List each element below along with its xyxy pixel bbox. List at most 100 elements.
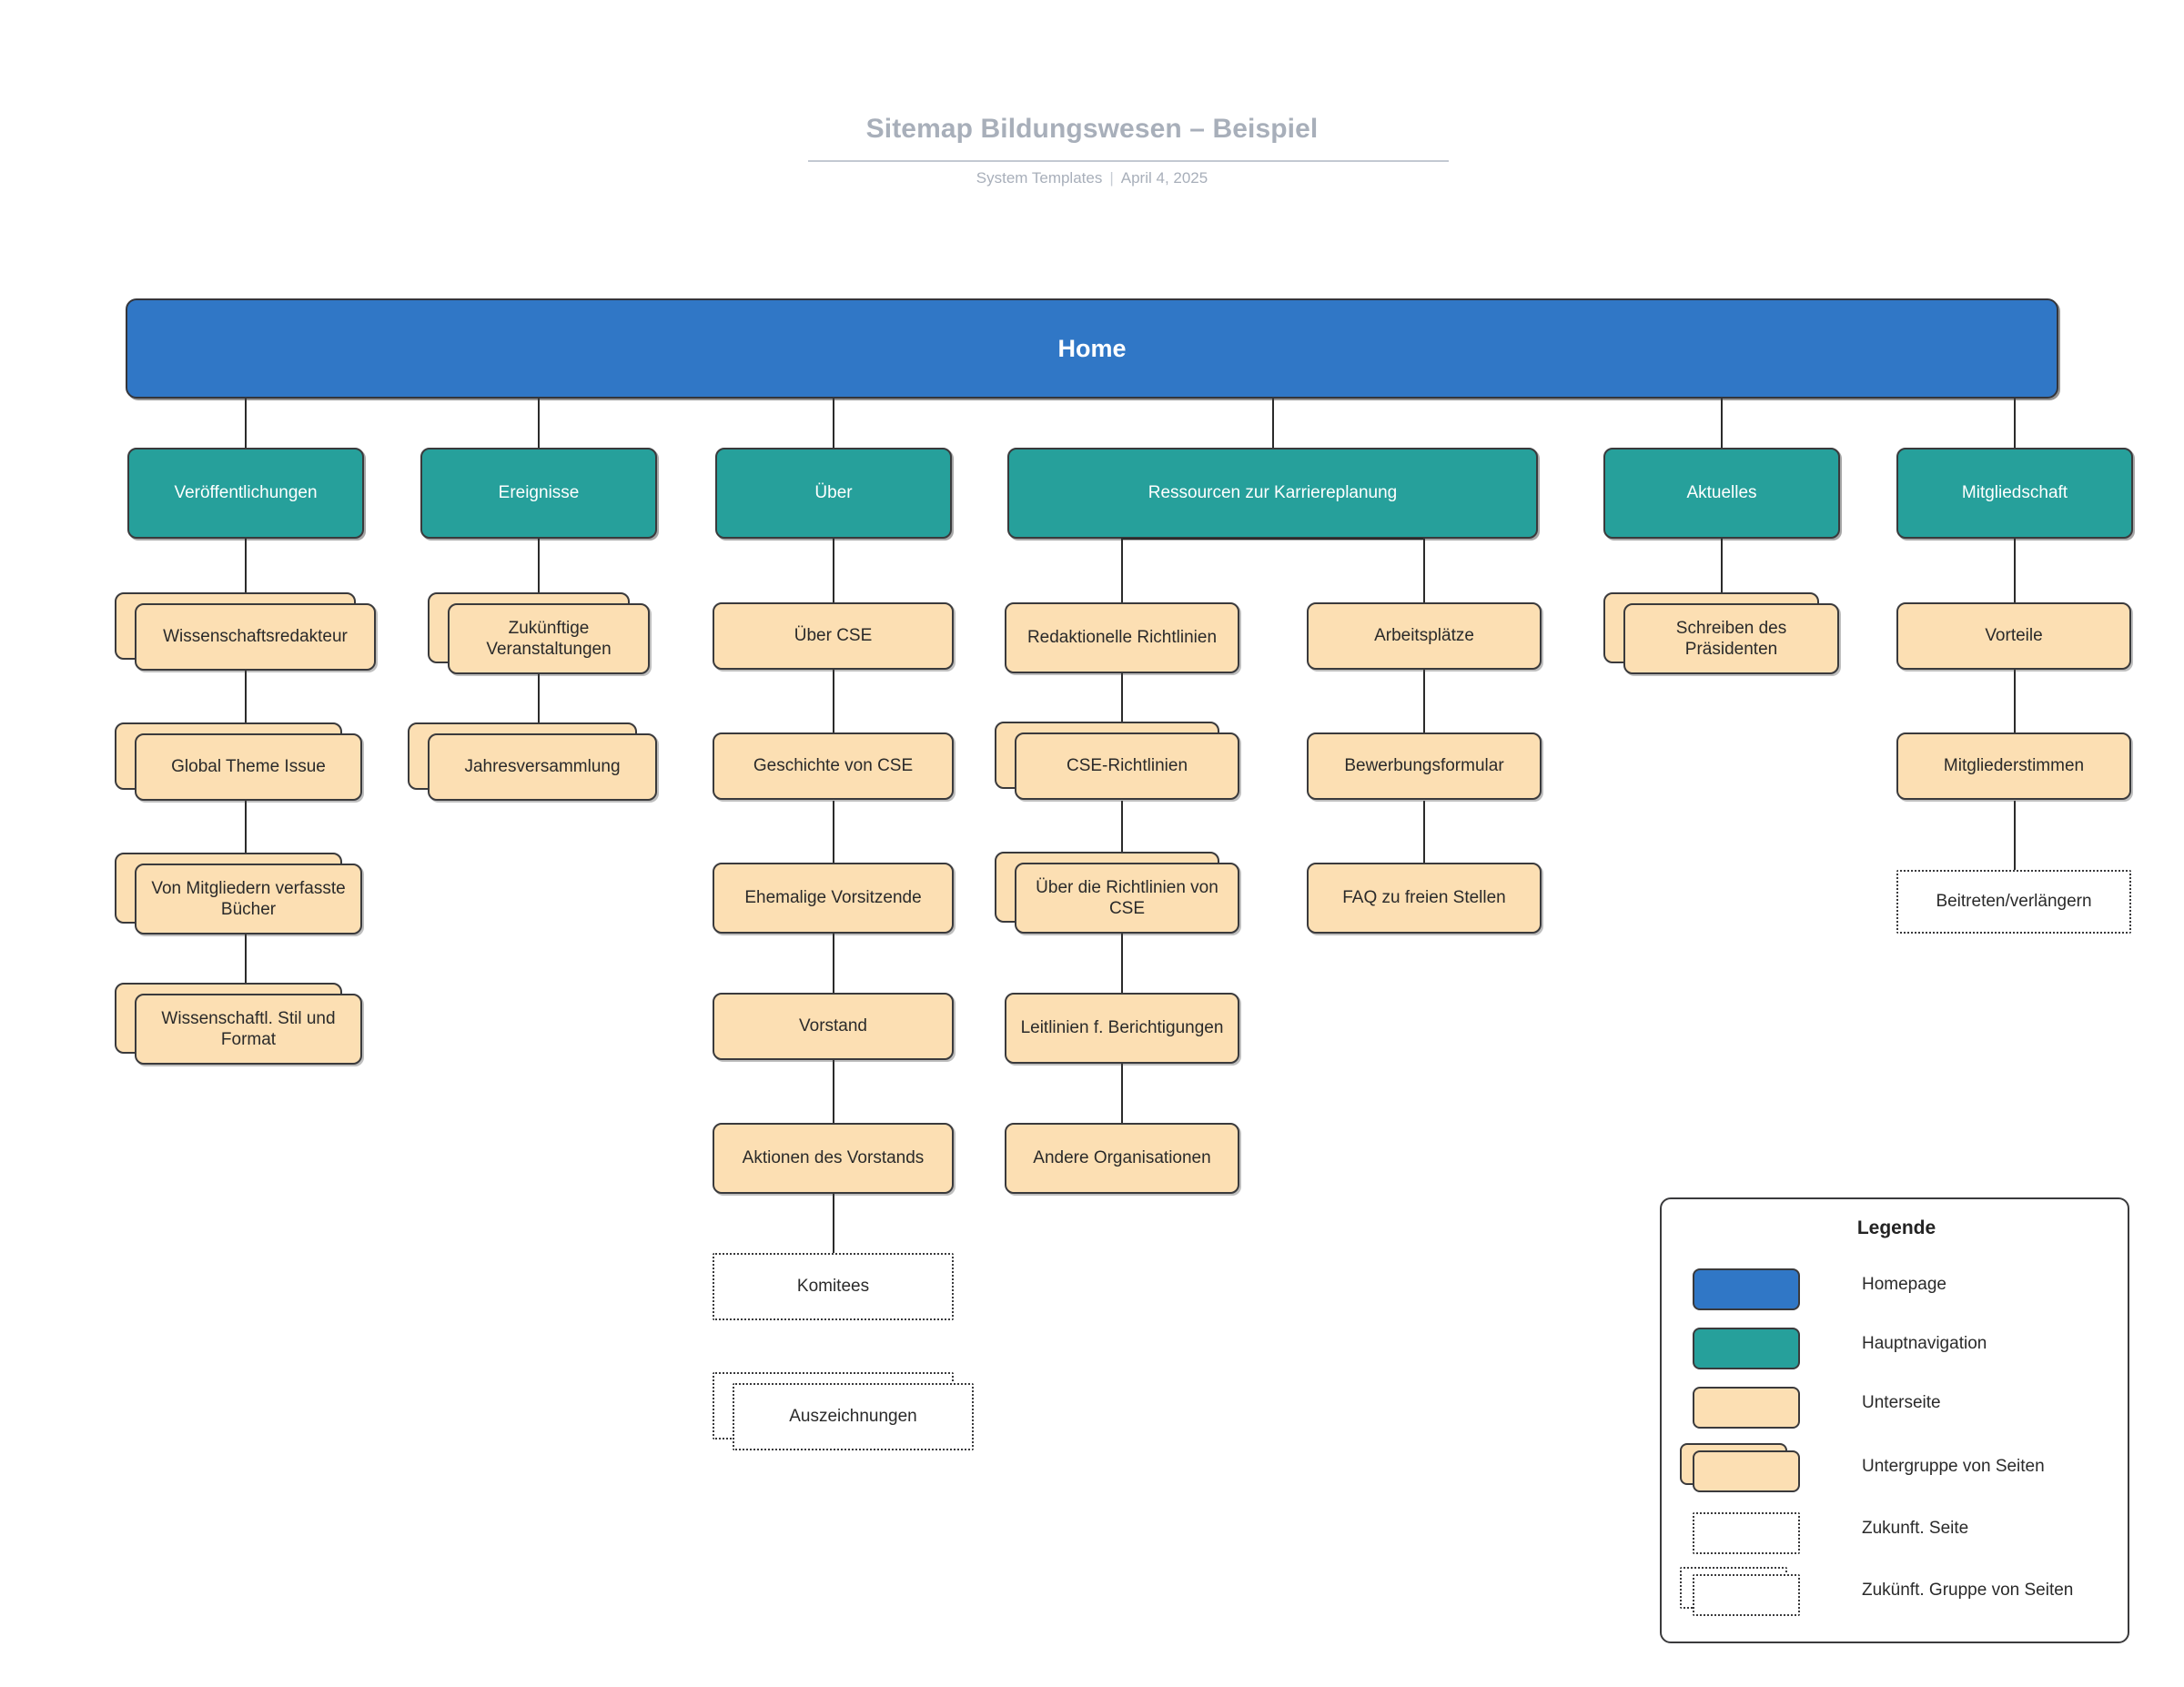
node-wissenschaftsredakteur-card[interactable]: Wissenschaftsredakteur xyxy=(135,603,376,671)
connector-ressourcen-left-4 xyxy=(1121,930,1123,1000)
node-bewerbungsformular-label: Bewerbungsformular xyxy=(1344,756,1504,776)
connector-ressourcen-right-1 xyxy=(1423,539,1425,602)
legend-item-zukunft-gruppe: Zukünft. Gruppe von Seiten xyxy=(1680,1567,2111,1623)
legend-label-unterseite: Unterseite xyxy=(1862,1393,1941,1412)
node-vorteile[interactable]: Vorteile xyxy=(1896,602,2131,670)
connector-ueber-5 xyxy=(833,1060,834,1131)
node-auszeichnungen[interactable]: Auszeichnungen xyxy=(713,1372,974,1450)
connector-veroeffentlichungen-1 xyxy=(245,539,247,605)
connector-ereignisse-1 xyxy=(538,539,540,605)
node-vorstand-label: Vorstand xyxy=(799,1016,867,1036)
node-mitgliederstimmen-label: Mitgliederstimmen xyxy=(1943,756,2085,776)
legend-swatch-untergruppe xyxy=(1680,1443,1800,1492)
node-home[interactable]: Home xyxy=(126,298,2058,399)
node-wissenschaftl-stil-und-format-card[interactable]: Wissenschaftl. Stil und Format xyxy=(135,994,362,1065)
legend-swatch-zukunft-seite xyxy=(1693,1512,1800,1554)
legend-title: Legende xyxy=(1856,1217,1936,1238)
legend-swatch-zukunft-gruppe-front xyxy=(1693,1574,1800,1616)
node-nav-mitgliedschaft[interactable]: Mitgliedschaft xyxy=(1896,448,2133,539)
node-schreiben-des-praesidenten[interactable]: Schreiben des Präsidenten xyxy=(1603,592,1839,674)
node-faq-zu-freien-stellen-label: FAQ zu freien Stellen xyxy=(1342,888,1506,908)
node-home-label: Home xyxy=(1057,334,1127,362)
legend-label-homepage: Homepage xyxy=(1862,1275,1946,1294)
connector-ressourcen-split-right xyxy=(1272,538,1423,540)
node-wissenschaftl-stil-und-format[interactable]: Wissenschaftl. Stil und Format xyxy=(115,983,362,1065)
node-cse-richtlinien-label: CSE-Richtlinien xyxy=(1066,756,1188,776)
node-nav-ereignisse-label: Ereignisse xyxy=(498,483,580,503)
node-komitees[interactable]: Komitees xyxy=(713,1253,954,1320)
node-nav-veroeffentlichungen[interactable]: Veröffentlichungen xyxy=(127,448,364,539)
node-cse-richtlinien-card[interactable]: CSE-Richtlinien xyxy=(1015,732,1239,800)
legend-item-unterseite: Unterseite xyxy=(1693,1387,2111,1436)
node-vorstand[interactable]: Vorstand xyxy=(713,993,954,1060)
connector-mitgliedschaft-3 xyxy=(2014,801,2016,870)
legend-swatch-homepage xyxy=(1693,1268,1800,1310)
connector-ueber-1 xyxy=(833,539,834,602)
connector-home-to-mitgliedschaft xyxy=(2014,398,2016,452)
node-wissenschaftsredakteur[interactable]: Wissenschaftsredakteur xyxy=(115,592,376,671)
node-arbeitsplaetze[interactable]: Arbeitsplätze xyxy=(1307,602,1542,670)
connector-ueber-3 xyxy=(833,801,834,869)
node-andere-organisationen[interactable]: Andere Organisationen xyxy=(1005,1123,1239,1194)
node-beitreten-verlaengern-label: Beitreten/verlängern xyxy=(1936,892,2092,912)
node-ueber-cse-label: Über CSE xyxy=(794,626,873,646)
node-jahresversammlung[interactable]: Jahresversammlung xyxy=(408,722,657,801)
node-beitreten-verlaengern[interactable]: Beitreten/verlängern xyxy=(1896,870,2131,934)
node-global-theme-issue-card[interactable]: Global Theme Issue xyxy=(135,733,362,801)
connector-ueber-6 xyxy=(833,1190,834,1261)
legend-panel: Legende Homepage Hauptnavigation Unterse… xyxy=(1660,1197,2129,1643)
node-nav-ueber[interactable]: Über xyxy=(715,448,952,539)
node-nav-ereignisse[interactable]: Ereignisse xyxy=(420,448,657,539)
node-zukuenftige-veranstaltungen-label: Zukünftige Veranstaltungen xyxy=(486,618,612,659)
connector-ressourcen-left-3 xyxy=(1121,801,1123,869)
connector-ereignisse-2 xyxy=(538,671,540,737)
node-wissenschaftl-stil-und-format-label: Wissenschaftl. Stil und Format xyxy=(161,1008,336,1049)
node-zukuenftige-veranstaltungen-card[interactable]: Zukünftige Veranstaltungen xyxy=(448,603,650,674)
legend-swatch-unterseite xyxy=(1693,1387,1800,1429)
connector-home-to-aktuelles xyxy=(1721,398,1723,452)
legend-item-homepage: Homepage xyxy=(1693,1268,2111,1318)
connector-ressourcen-left-1 xyxy=(1121,539,1123,602)
connector-ressourcen-right-2 xyxy=(1423,670,1425,737)
node-ueber-cse[interactable]: Über CSE xyxy=(713,602,954,670)
node-geschichte-von-cse[interactable]: Geschichte von CSE xyxy=(713,732,954,800)
node-schreiben-des-praesidenten-card[interactable]: Schreiben des Präsidenten xyxy=(1623,603,1839,674)
node-leitlinien-fuer-berichtigungen[interactable]: Leitlinien f. Berichtigungen xyxy=(1005,993,1239,1064)
node-ueber-die-richtlinien-von-cse-card[interactable]: Über die Richtlinien von CSE xyxy=(1015,863,1239,934)
node-ueber-die-richtlinien-von-cse[interactable]: Über die Richtlinien von CSE xyxy=(995,852,1239,934)
legend-item-hauptnavigation: Hauptnavigation xyxy=(1693,1328,2111,1377)
connector-ueber-2 xyxy=(833,670,834,737)
node-andere-organisationen-label: Andere Organisationen xyxy=(1033,1148,1211,1168)
node-faq-zu-freien-stellen[interactable]: FAQ zu freien Stellen xyxy=(1307,863,1542,934)
node-auszeichnungen-card[interactable]: Auszeichnungen xyxy=(733,1383,974,1450)
connector-veroeffentlichungen-4 xyxy=(245,929,247,1000)
node-mitgliederstimmen[interactable]: Mitgliederstimmen xyxy=(1896,732,2131,800)
node-bewerbungsformular[interactable]: Bewerbungsformular xyxy=(1307,732,1542,800)
node-komitees-label: Komitees xyxy=(796,1277,870,1297)
node-von-mitgliedern-verfasste-buecher[interactable]: Von Mitgliedern verfasste Bücher xyxy=(115,853,362,934)
title-divider xyxy=(808,160,1449,162)
node-nav-ueber-label: Über xyxy=(814,483,853,503)
node-wissenschaftsredakteur-label: Wissenschaftsredakteur xyxy=(163,627,348,647)
node-nav-ressourcen-label: Ressourcen zur Karriereplanung xyxy=(1148,483,1398,503)
node-nav-aktuelles-label: Aktuelles xyxy=(1686,483,1757,503)
node-nav-ressourcen[interactable]: Ressourcen zur Karriereplanung xyxy=(1007,448,1538,539)
node-ehemalige-vorsitzende[interactable]: Ehemalige Vorsitzende xyxy=(713,863,954,934)
node-aktionen-des-vorstands-label: Aktionen des Vorstands xyxy=(742,1148,925,1168)
node-jahresversammlung-card[interactable]: Jahresversammlung xyxy=(428,733,657,801)
node-auszeichnungen-label: Auszeichnungen xyxy=(789,1407,917,1427)
legend-label-hauptnavigation: Hauptnavigation xyxy=(1862,1334,1987,1353)
legend-label-zukunft-gruppe: Zukünft. Gruppe von Seiten xyxy=(1862,1581,2074,1600)
connector-home-to-ereignisse xyxy=(538,398,540,452)
node-global-theme-issue[interactable]: Global Theme Issue xyxy=(115,722,362,801)
node-leitlinien-fuer-berichtigungen-label: Leitlinien f. Berichtigungen xyxy=(1020,1018,1224,1038)
node-nav-aktuelles[interactable]: Aktuelles xyxy=(1603,448,1840,539)
connector-veroeffentlichungen-3 xyxy=(245,801,247,869)
legend-swatch-zukunft-gruppe xyxy=(1680,1567,1800,1616)
node-cse-richtlinien[interactable]: CSE-Richtlinien xyxy=(995,722,1239,800)
node-aktionen-des-vorstands[interactable]: Aktionen des Vorstands xyxy=(713,1123,954,1194)
node-zukuenftige-veranstaltungen[interactable]: Zukünftige Veranstaltungen xyxy=(428,592,650,674)
node-von-mitgliedern-verfasste-buecher-card[interactable]: Von Mitgliedern verfasste Bücher xyxy=(135,864,362,934)
legend-swatch-hauptnavigation xyxy=(1693,1328,1800,1369)
node-redaktionelle-richtlinien[interactable]: Redaktionelle Richtlinien xyxy=(1005,602,1239,673)
